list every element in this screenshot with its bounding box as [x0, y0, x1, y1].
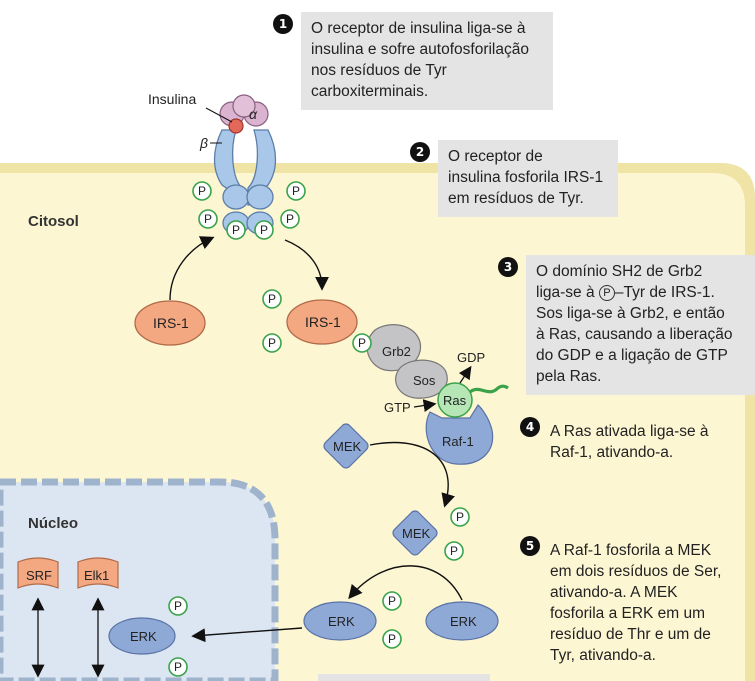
insulin-pointer: [205, 107, 233, 123]
phosphate-group: [192, 181, 306, 240]
mek-active-label: MEK: [402, 526, 431, 541]
erk-nuclear-node: [108, 617, 176, 655]
step-4: 4 A Ras ativada liga-se à Raf-1, ativand…: [520, 415, 750, 471]
step-text: O receptor de insulina fosforila IRS-1 e…: [448, 148, 604, 207]
phosphate-label: P: [268, 292, 276, 306]
srf-node: [17, 557, 59, 589]
erk-nuclear-label: ERK: [130, 629, 157, 644]
phosphate-label: P: [198, 184, 206, 198]
step-number: 5: [520, 536, 540, 556]
gtp-label: GTP: [384, 400, 411, 415]
step-text: O domínio SH2 de Grb2 liga-se à P–Tyr de…: [536, 261, 746, 387]
step-box: O receptor de insulina fosforila IRS-1 e…: [438, 140, 618, 217]
step-1: 1 O receptor de insulina liga-se à insul…: [273, 12, 553, 110]
phosphate-label: P: [388, 594, 396, 608]
phosphate-label: P: [388, 632, 396, 646]
phosphate-label: P: [174, 660, 182, 674]
step-number: 3: [498, 257, 518, 277]
phosphate-label: P: [450, 544, 458, 558]
ras-label: Ras: [443, 393, 467, 408]
phosphate-label: P: [456, 510, 464, 524]
phosphate-label: P: [204, 212, 212, 226]
arrow-gdp-release: [458, 365, 472, 384]
phosphate-label: P: [260, 223, 268, 237]
erk-label: ERK: [450, 614, 477, 629]
phosphate-label: P: [286, 212, 294, 226]
phosphate-label: P: [358, 336, 366, 350]
erk-phosphorylated-label: ERK: [328, 614, 355, 629]
phosphate-label: P: [292, 184, 300, 198]
grb2-label: Grb2: [382, 344, 411, 359]
raf1-label: Raf-1: [442, 434, 474, 449]
step-box: A Ras ativada liga-se à Raf-1, ativando-…: [548, 415, 750, 471]
irs1-node: [134, 300, 206, 346]
phosphate-group: [168, 596, 188, 677]
mek-active-node: [392, 510, 438, 556]
ras-membrane-anchor: [469, 384, 509, 394]
step-number: 4: [520, 417, 540, 437]
step-text-part: O domínio SH2 de Grb2 liga-se à: [536, 263, 703, 301]
sos-label: Sos: [413, 373, 436, 388]
insulin-label: Insulina: [148, 91, 196, 107]
arrow-erk-to-nucleus: [191, 627, 303, 643]
step-text: O receptor de insulina liga-se à insulin…: [311, 20, 529, 100]
step-number: 1: [273, 14, 293, 34]
alpha-label: α: [249, 106, 258, 122]
raf1-node: [425, 404, 494, 465]
phosphate-label: P: [232, 223, 240, 237]
gdp-label: GDP: [457, 350, 485, 365]
elk1-label: Elk1: [84, 568, 109, 583]
phosphate-group: [262, 289, 372, 353]
insulin-molecule: [228, 118, 244, 134]
elk1-node: [77, 557, 119, 589]
step-box: A Raf-1 fosforila a MEK em dois resíduos…: [548, 534, 750, 674]
step-box: O receptor de insulina liga-se à insulin…: [301, 12, 553, 110]
arrow-erk-phosphorylation: [348, 565, 463, 601]
irs1-phosphorylated-label: IRS-1: [305, 314, 341, 330]
phosphate-group: [382, 591, 402, 649]
phosphate-group: [444, 507, 470, 561]
mek-node: [323, 423, 369, 469]
nucleus-label: Núcleo: [28, 515, 78, 532]
cytosol-label: Citosol: [28, 213, 79, 230]
step-text: A Raf-1 fosforila a MEK em dois resíduos…: [550, 542, 722, 664]
erk-node: [425, 601, 499, 641]
step-number: 2: [410, 142, 430, 162]
phosphate-label: P: [174, 599, 182, 613]
step-5: 5 A Raf-1 fosforila a MEK em dois resídu…: [520, 534, 750, 674]
insulin-alpha-subunit: [219, 94, 269, 127]
cutoff-step-box: [318, 674, 490, 681]
step-text: A Ras ativada liga-se à Raf-1, ativando-…: [550, 423, 709, 461]
mek-label: MEK: [333, 439, 362, 454]
phosphate-symbol: P: [598, 285, 615, 301]
srf-label: SRF: [26, 568, 52, 583]
step-box: O domínio SH2 de Grb2 liga-se à P–Tyr de…: [526, 255, 755, 395]
phosphate-label: P: [268, 336, 276, 350]
arrow-irs1-to-receptor: [169, 236, 215, 301]
step-3: 3 O domínio SH2 de Grb2 liga-se à P–Tyr …: [498, 255, 755, 395]
arrow-mek-activation: [369, 441, 455, 508]
irs1-label: IRS-1: [153, 315, 189, 331]
step-text-part: –Tyr de IRS-1. Sos liga-se à Grb2, e ent…: [536, 284, 733, 385]
ras-node: [437, 382, 473, 418]
irs1-phosphorylated-node: [286, 299, 358, 345]
erk-phosphorylated-node: [303, 601, 377, 641]
arrow-gtp-binding: [413, 399, 437, 412]
nucleus-envelope: [0, 478, 279, 681]
arrow-receptor-to-irs1p: [284, 239, 329, 291]
beta-label: β: [199, 135, 208, 151]
step-2: 2 O receptor de insulina fosforila IRS-1…: [410, 140, 618, 217]
